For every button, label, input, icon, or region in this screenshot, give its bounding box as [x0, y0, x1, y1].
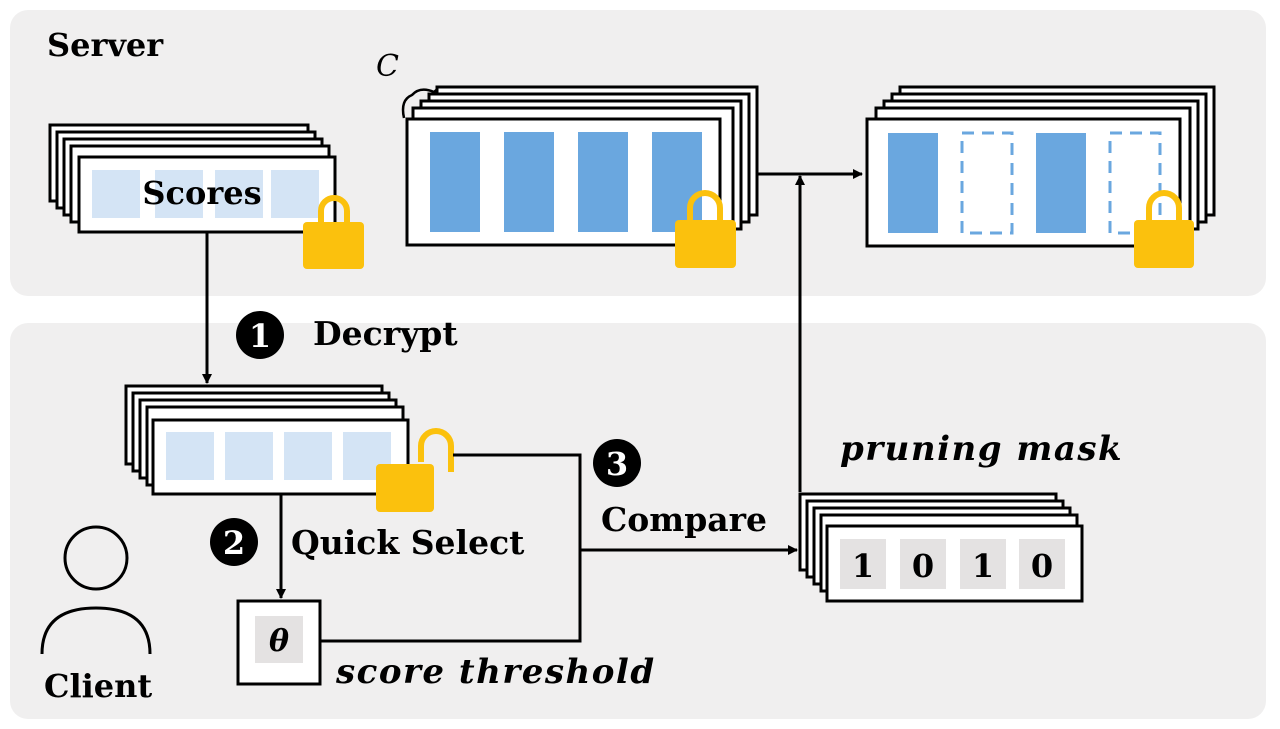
step-2-label: Quick Select [291, 523, 525, 562]
mask-value: 1 [972, 547, 994, 585]
step-3-label: Compare [601, 500, 767, 539]
threshold-box: θ [236, 599, 322, 686]
pruned-lock-icon [1134, 190, 1194, 268]
unlocked-lock-icon [376, 428, 454, 512]
mask-value: 1 [852, 547, 874, 585]
scores-to-compare-connector [453, 453, 582, 550]
step-2-number: 2 [223, 524, 245, 562]
pruning-mask-label: pruning mask [840, 429, 1123, 469]
c-symbol: C [376, 49, 399, 84]
encrypted-weights-stack [405, 85, 759, 247]
client-person-icon [40, 525, 152, 655]
score-threshold-label: score threshold [335, 652, 656, 692]
step-2-marker: 2 [210, 518, 258, 566]
mask-value: 0 [1031, 547, 1053, 585]
threshold-to-compare-connector [320, 550, 582, 643]
pruned-weights-stack [865, 85, 1216, 248]
step-3-marker: 3 [593, 439, 641, 487]
server-label: Server [47, 26, 164, 64]
weights-lock-icon [675, 190, 736, 268]
scores-label: Scores [142, 174, 261, 212]
mask-value: 0 [912, 547, 934, 585]
theta-symbol: θ [269, 624, 289, 659]
step-1-label: Decrypt [313, 314, 458, 353]
pruning-mask-stack: 1 0 1 0 [798, 492, 1084, 603]
step-3-number: 3 [606, 445, 628, 483]
encrypted-scores-stack: Scores [48, 123, 337, 234]
decrypted-scores-stack [124, 384, 410, 496]
scores-lock-icon [303, 195, 364, 269]
client-label: Client [44, 667, 152, 705]
step-1-marker: 1 [236, 311, 284, 359]
step-1-number: 1 [249, 317, 271, 355]
